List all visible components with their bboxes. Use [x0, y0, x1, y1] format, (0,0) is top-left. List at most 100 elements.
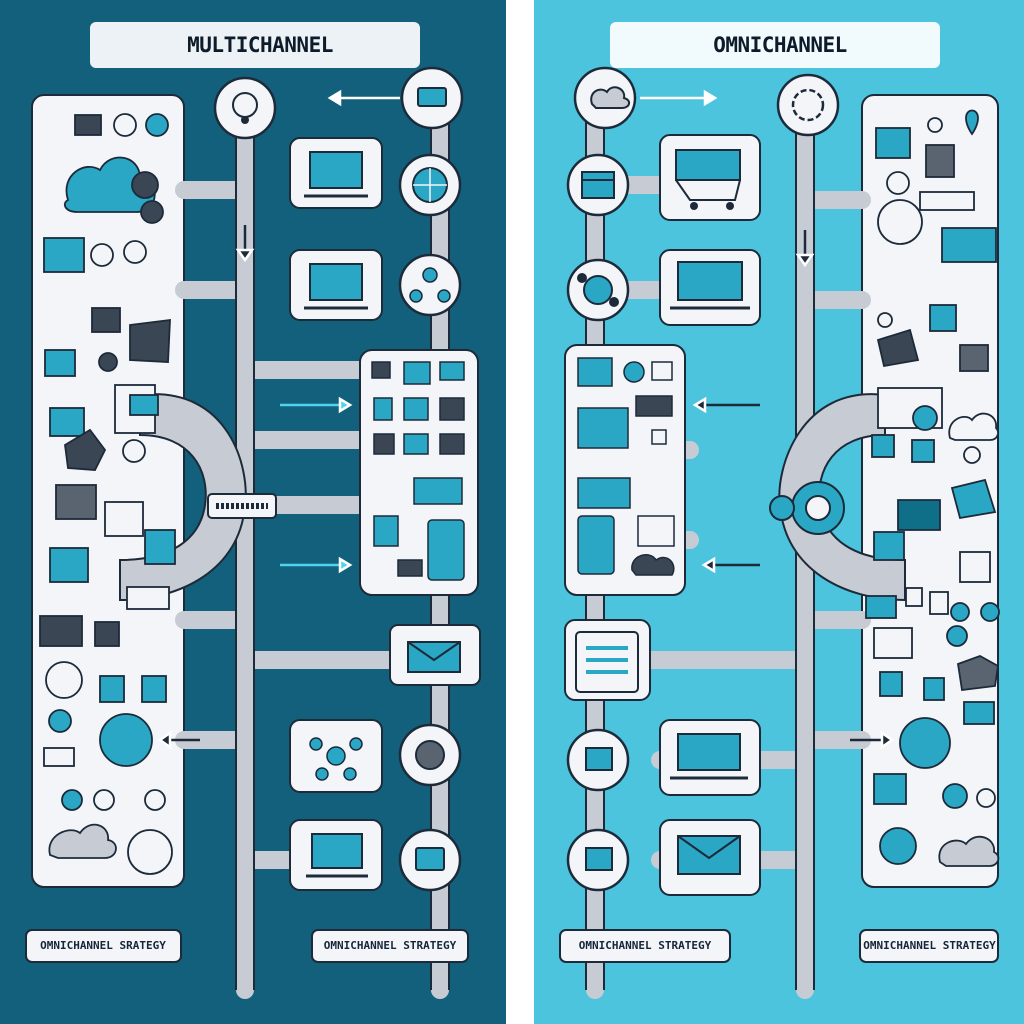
omnichannel-footer-label-2: OMNICHANNEL STRATEGY — [863, 939, 996, 952]
multichannel-footer-label-2: OMNICHANNEL STRATEGY — [323, 939, 457, 952]
omnichannel-node-icons — [575, 86, 825, 875]
photo-icon — [141, 675, 167, 703]
panel-divider — [506, 0, 534, 1024]
ear-icon — [127, 829, 173, 875]
contact-icon — [113, 113, 137, 137]
user-icon — [877, 312, 893, 328]
multichannel-title-banner — [90, 22, 420, 68]
contact-icon — [61, 789, 83, 811]
card-stack-icon — [417, 87, 447, 107]
box-icon — [64, 428, 107, 471]
cloud-icon — [938, 835, 1000, 867]
tablet-icon — [575, 631, 639, 693]
chat-bubble-icon — [950, 602, 970, 622]
network-icon — [309, 737, 363, 781]
omnichannel-column-icons — [865, 109, 1000, 867]
globe-icon — [412, 167, 448, 203]
note-icon — [43, 747, 75, 767]
photo-icon — [99, 675, 125, 703]
laptop-icon — [304, 263, 368, 310]
omnichannel-title-banner — [610, 22, 940, 68]
cloud-icon — [948, 412, 999, 441]
cloud-icon — [48, 823, 117, 859]
grid-icon — [941, 227, 997, 263]
clock-icon — [90, 243, 114, 267]
multichannel-footer-box-1 — [25, 929, 182, 963]
mobile-icon — [232, 92, 258, 124]
document-icon — [43, 237, 85, 273]
multichannel-node-icons — [232, 87, 461, 878]
omnichannel-footer-box-1 — [559, 929, 731, 963]
card-stack-icon — [415, 847, 445, 871]
photo-icon — [879, 671, 903, 697]
globe-icon — [99, 713, 153, 767]
multichannel-app-grid — [371, 361, 465, 581]
contact-icon — [145, 113, 169, 137]
contact-icon — [144, 789, 166, 811]
id-card-icon — [49, 547, 89, 583]
laptop-icon — [304, 151, 368, 198]
card-icon — [905, 587, 923, 607]
gear-icon — [131, 171, 159, 199]
cloud-icon — [590, 86, 630, 109]
gear-icon — [122, 439, 146, 463]
location-icon — [123, 240, 147, 264]
omnichannel-footer-label-1: OMNICHANNEL STRATEGY — [578, 939, 712, 952]
email-icon — [407, 641, 461, 673]
photo-icon — [871, 434, 895, 458]
document-icon — [959, 551, 991, 583]
email-icon — [74, 114, 102, 136]
omnichannel-arrows — [640, 89, 895, 750]
card-icon — [865, 595, 897, 619]
box-icon — [959, 344, 989, 372]
printer-icon — [94, 621, 120, 647]
monitor-icon — [585, 847, 613, 871]
bag-icon — [925, 144, 955, 178]
email-icon — [677, 835, 741, 875]
omnichannel-title: OMNICHANNEL — [713, 33, 847, 57]
contact-icon — [942, 783, 968, 809]
laptop-icon — [306, 833, 368, 878]
laptop-icon — [670, 261, 750, 310]
label-icon — [919, 191, 975, 211]
settings-icon — [415, 740, 445, 770]
note-icon — [929, 591, 949, 615]
compass-icon — [886, 171, 910, 195]
window-icon — [104, 501, 144, 537]
chat-bubble-icon — [48, 709, 72, 733]
location-icon — [965, 109, 979, 136]
photo-icon — [911, 439, 935, 463]
envelope-icon — [55, 484, 97, 520]
chart-icon — [91, 307, 121, 333]
store-icon — [581, 171, 615, 199]
tablet-icon — [144, 529, 176, 565]
window-icon — [929, 304, 957, 332]
pie-icon — [877, 199, 923, 245]
omnichannel-app-cluster — [577, 357, 675, 576]
chat-bubble-icon — [980, 602, 1000, 622]
globe-icon — [899, 717, 951, 769]
alert-icon — [45, 661, 83, 699]
monitor-icon — [875, 127, 911, 159]
multichannel-column-icons — [39, 113, 176, 875]
cart-icon — [675, 149, 741, 210]
multichannel-footer-label-1: OMNICHANNEL SRATEGY — [40, 939, 166, 952]
monitor-icon — [963, 701, 995, 725]
folder-icon — [39, 615, 83, 647]
multichannel-arrows — [157, 89, 400, 750]
target-icon — [946, 625, 968, 647]
chat-icon — [44, 349, 76, 377]
shopping-bag-icon — [129, 318, 171, 363]
omnichannel-central-hub — [778, 393, 906, 602]
contact-icon — [93, 789, 115, 811]
keyboard-icon — [126, 586, 170, 610]
calendar-icon — [49, 407, 85, 437]
photo-icon — [873, 531, 905, 561]
message-icon — [129, 394, 159, 416]
text-icon — [873, 627, 913, 659]
contact-icon — [976, 788, 996, 808]
laptop-icon — [670, 733, 748, 780]
envelope-icon — [950, 478, 997, 520]
